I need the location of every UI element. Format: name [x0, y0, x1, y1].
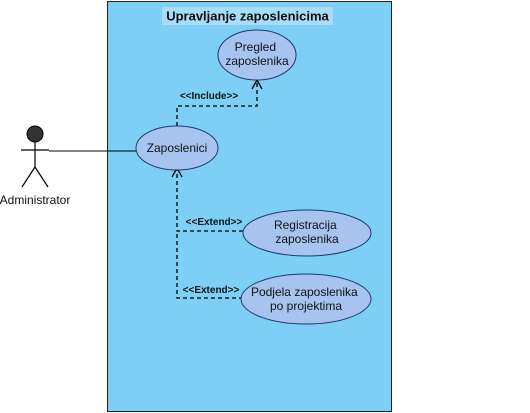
- usecase-pregled-zaposlenika[interactable]: Pregled zaposlenika: [217, 29, 297, 81]
- extend-arrow-podjela: [176, 231, 243, 299]
- svg-text:Podjela zaposlenika po p: Podjela zaposlenika po projektima: [251, 285, 361, 313]
- extend-label-podjela: <<Extend>>: [183, 285, 240, 296]
- system-title-box: [162, 7, 333, 25]
- svg-text:Registracija zaposlenika: Registracija zaposlenika: [274, 218, 340, 246]
- include-label: <<Include>>: [180, 91, 239, 102]
- usecase-label-line: Podjela zaposlenika: [251, 285, 358, 299]
- actor-head: [26, 125, 44, 143]
- usecase-label-line: Registracija: [274, 218, 337, 232]
- actor-leg-left: [21, 166, 36, 188]
- usecase-label-line: zaposlenika: [225, 54, 289, 68]
- extend-label-registracija: <<Extend>>: [186, 217, 243, 228]
- usecase-podjela-zaposlenika[interactable]: Podjela zaposlenika po projektima: [240, 273, 372, 325]
- usecase-label-line: po projektima: [270, 299, 342, 313]
- actor-leg-right: [34, 166, 49, 188]
- actor-administrator[interactable]: [21, 125, 49, 188]
- usecase-label-line: Pregled: [235, 40, 276, 54]
- extend-arrow-registracija: [171, 166, 243, 232]
- actor-label: Administrator: [0, 193, 70, 207]
- system-title: Upravljanje zaposlenicima: [166, 9, 329, 24]
- include-arrow: [176, 78, 263, 126]
- usecase-label: Zaposlenici: [147, 141, 208, 155]
- usecase-label-line: zaposlenika: [275, 232, 339, 246]
- usecase-registracija-zaposlenika[interactable]: Registracija zaposlenika: [242, 209, 372, 257]
- svg-text:Pregled zaposlenika: Pregled zaposlenika: [225, 40, 289, 68]
- usecase-zaposlenici[interactable]: Zaposlenici: [135, 125, 219, 171]
